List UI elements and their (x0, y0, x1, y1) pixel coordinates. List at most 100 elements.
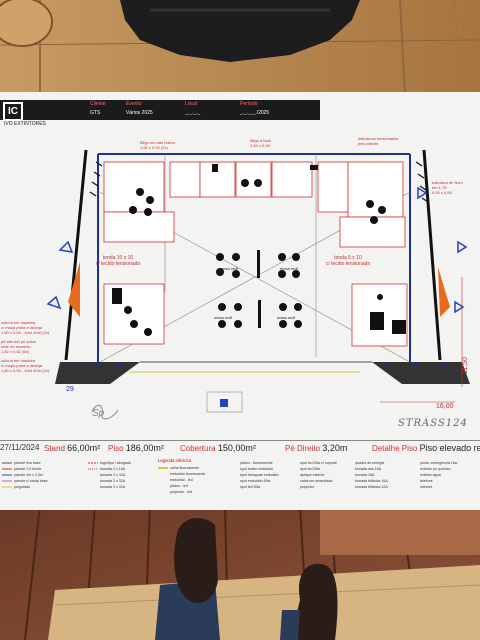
pe-direito-label: Pé Direito (285, 444, 321, 453)
note-left-5: 1,82 x 0,82 (6x) (1, 349, 29, 354)
legend-col-2: fogo/tipo / abrigada tomada 3 x 16A toma… (100, 460, 131, 490)
tent-10x10-label: tenda 10 x 10 c/ tecido tensionado (88, 255, 148, 267)
legend-col-4: plafon - fluorescente spot reator embuti… (240, 460, 279, 490)
legend-c6-3: tomada trifásica 16A (355, 479, 388, 483)
header-value-local: _._._._ (185, 110, 201, 116)
legend-swatches (2, 462, 168, 488)
legend-c5-4: projector (300, 485, 314, 489)
top-note-line-2: pelo cliente (358, 141, 379, 146)
legend-c7-3: telefone (420, 479, 433, 483)
table-label-2: mesa redf (280, 266, 298, 271)
tent-10x10-title: tenda 10 x 10 (102, 255, 134, 261)
note-right-1: em 1,75 (432, 185, 447, 190)
top-dim-left: Bilgo em alto relevo 1,92 x 0,92 (2x) (140, 140, 175, 150)
legend-c6-1: tomada dos 16A (355, 467, 382, 471)
tent-5x10-title: tenda 5 x 10 (334, 255, 362, 261)
legend-c7-0: ponto: emergência 16w (420, 461, 458, 465)
dim-height: 11,50 (462, 357, 469, 374)
legend-c1-2: parede 4m x 2,5m (14, 473, 43, 477)
table-label-1: mesa redf (220, 266, 238, 271)
info-piso: Piso 186,00m² (108, 443, 164, 453)
note-right-2: 0,55 x 0,80 (432, 190, 452, 195)
info-cobertura: Cobertura 150,00m² (180, 443, 256, 453)
legend-col-1: parede fixa base parede 2,5 frente pared… (14, 460, 48, 490)
legend-c3-1: embutido fluorescente (170, 472, 206, 476)
note-left-7: c/ mapa preta e laranja (1, 363, 42, 368)
legend-c7-2: extintor água (420, 473, 441, 477)
top-dim-right: Bilgo à lado 2,84 x 0,90 (250, 138, 271, 148)
info-date: 27/11/2024 (0, 443, 40, 452)
info-bar: 27/11/2024 Stand 66,00m² Piso 186,00m² C… (0, 440, 480, 459)
num-16: 16 (412, 363, 419, 369)
legend-c6-0: quadro de energia (355, 461, 385, 465)
note-left-0: coluna em madeira (1, 320, 36, 325)
cobertura-value: 150,00m² (217, 443, 256, 453)
tent-5x10-label: tenda 5 x 10 c/ tecido tensionado (318, 255, 378, 267)
top-dim-3: 2,84 x 0,90 (250, 143, 270, 148)
info-detalhe: Detalhe Piso Piso elevado revestido c (372, 443, 480, 453)
legend-c4-4: spot led 50w (240, 485, 261, 489)
legend-col-3: calha fluorescente embutido fluorescente… (170, 465, 205, 495)
detalhe-value: Piso elevado revestido c (419, 443, 480, 453)
note-left-2: 1,80 x 0,50 - 4m4 40m (2x) (1, 330, 50, 335)
header-label-local: Local (185, 101, 197, 107)
legend-c4-3: spot embutido 50w (240, 479, 271, 483)
num-90: 90 (92, 363, 100, 370)
legend-c2-0: fogo/tipo / abrigada (100, 461, 131, 465)
legend-col-5: spot led 50w c/ suporte spot led 50w apl… (300, 460, 337, 490)
notes-left: coluna em madeira c/ mapa preta e laranj… (1, 320, 73, 373)
legend-c1-1: parede 2,5 frente (14, 467, 42, 471)
note-left-1: c/ mapa preta e laranja (1, 325, 42, 330)
top-dim-2: Bilgo à lado (250, 138, 271, 143)
piso-label: Piso (108, 444, 124, 453)
legend-c1-0: parede fixa base (14, 461, 41, 465)
cobertura-label: Cobertura (180, 444, 216, 453)
num-29: 29 (66, 386, 74, 393)
legend-c7-4: internet (420, 485, 432, 489)
detalhe-label: Detalhe Piso (372, 444, 418, 453)
header-value-evento: Vários 2025 (126, 110, 153, 116)
note-left-3: pé alto em pé sobre (1, 339, 37, 344)
legend-c2-4: tomada 3 x 32A (100, 485, 126, 489)
sheet-header: IC Cliente GTS Evento Vários 2025 Local … (0, 100, 320, 121)
tent-5x10-sub: c/ tecido tensionado (325, 261, 371, 267)
legend-c6-4: tomada trifásica 32A (355, 485, 388, 489)
table-label-3: mesa redf (214, 315, 232, 320)
legend-c5-3: caixa em amarelada (300, 479, 333, 483)
top-note: estruturas tensionadas pelo cliente (358, 136, 398, 146)
note-right-0: estrutura de ferro (432, 180, 463, 185)
handwriting-mark: Sp (92, 408, 105, 419)
legend-c5-2: aplique exterior (300, 473, 325, 477)
legend-c2-3: tomada 3 x 32A (100, 479, 126, 483)
legend-c3-0: calha fluorescente (170, 466, 200, 470)
stand-value: 66,00m² (67, 443, 101, 453)
legend-c4-2: spot triangular embutido (240, 473, 279, 477)
legend-title: Legenda eléctrica (158, 458, 192, 463)
brand-logo: IC (3, 102, 23, 121)
legend-c5-1: spot led 50w (300, 467, 321, 471)
top-dim-1: 1,92 x 0,92 (2x) (140, 145, 168, 150)
top-dim-0: Bilgo em alto relevo (140, 140, 176, 145)
note-left-6: coluna em madeira (1, 358, 36, 363)
legend-c7-1: extintor pó químico (420, 467, 451, 471)
notes-right: estrutura de ferro em 1,75 0,55 x 0,80 (432, 180, 480, 195)
piso-value: 186,00m² (125, 443, 164, 453)
note-left-4: rede de aluminio (1, 344, 31, 349)
legend-c2-1: tomada 3 x 16A (100, 467, 126, 471)
note-left-8: 1,80 x 0,50 - 4m4 40m (2x) (1, 368, 50, 373)
num-15: 15 (440, 363, 447, 369)
legend-c3-3: plafon - led (170, 484, 188, 488)
legend: Legenda eléctrica parede fixa base pared… (0, 458, 480, 510)
info-stand: Stand 66,00m² (44, 443, 100, 453)
signature: STRASS124 (398, 418, 468, 429)
info-pe-direito: Pé Direito 3,20m (285, 443, 347, 453)
legend-c4-0: plafon - fluorescente (240, 461, 273, 465)
brand-name: IVO EXTINTORES (4, 121, 46, 127)
legend-c1-4: pergolado (14, 485, 30, 489)
stand-label: Stand (44, 444, 65, 453)
legend-c4-1: spot reator embutido (240, 467, 273, 471)
num-94: 94 (114, 363, 122, 370)
legend-col-6: quadro de energia tomada dos 16A tomada … (355, 460, 388, 490)
pe-direito-value: 3,20m (322, 443, 348, 453)
